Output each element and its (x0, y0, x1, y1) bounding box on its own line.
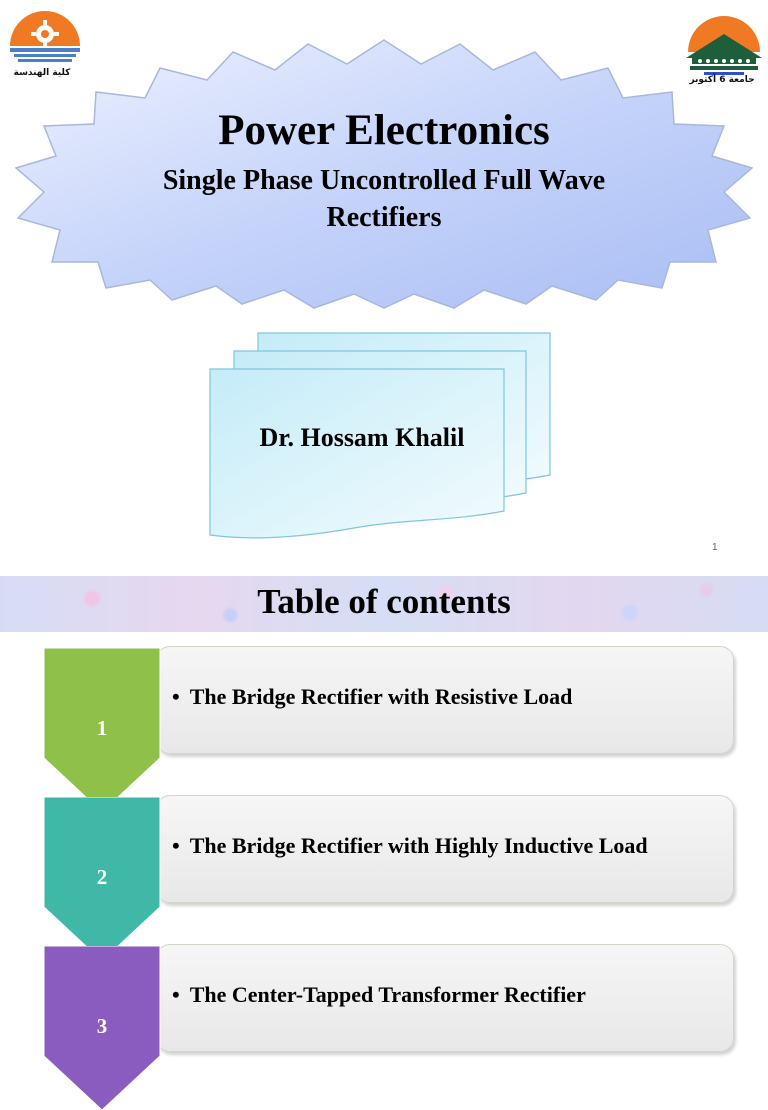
toc-item-box (156, 795, 734, 903)
author-name: Dr. Hossam Khalil (259, 423, 465, 452)
page-number: 1 (712, 542, 718, 553)
toc-item-label: •The Bridge Rectifier with Highly Induct… (172, 833, 648, 858)
toc-title: Table of contents (257, 582, 511, 621)
slide-subtitle: Single Phase Uncontrolled Full Wave Rect… (162, 165, 606, 233)
toc-item-number: 2 (96, 865, 108, 889)
toc-item-label-text: The Center-Tapped Transformer Rectifier (189, 982, 586, 1007)
toc-item-number: 1 (96, 716, 108, 740)
toc-item-number: 3 (96, 1014, 108, 1038)
toc-header-bar (0, 576, 768, 632)
chevron-down-icon (43, 797, 161, 961)
slide-title: Power Electronics (218, 107, 550, 154)
toc-slide: Table of contents 1 •The Bridge Rectifie… (0, 572, 768, 1110)
university-logo-text: جامعة 6 أكتوبر (689, 75, 755, 85)
university-logo-icon (686, 16, 762, 75)
faculty-logo-icon (10, 11, 80, 62)
title-slide: كلية الهندسة جامعة 6 أكتوبر Power Electr… (10, 11, 762, 553)
toc-item-label: •The Center-Tapped Transformer Rectifier (172, 982, 586, 1007)
toc-item-label: •The Bridge Rectifier with Resistive Loa… (172, 684, 573, 709)
title-burst-shape (14, 39, 754, 309)
toc-item-label-text: The Bridge Rectifier with Highly Inducti… (189, 833, 648, 858)
chevron-shape (43, 648, 161, 812)
toc-item-box (156, 646, 734, 754)
toc-item: 1 •The Bridge Rectifier with Resistive L… (0, 646, 768, 812)
faculty-logo-text: كلية الهندسة (13, 68, 71, 78)
chevron-shape (43, 797, 161, 961)
toc-item-label-text: The Bridge Rectifier with Resistive Load (189, 684, 573, 709)
toc-item: 2 •The Bridge Rectifier with Highly Indu… (0, 795, 768, 961)
toc-item: 3 •The Center-Tapped Transformer Rectifi… (0, 944, 768, 1110)
chevron-down-icon (43, 648, 161, 812)
author-card-stack (209, 332, 551, 539)
